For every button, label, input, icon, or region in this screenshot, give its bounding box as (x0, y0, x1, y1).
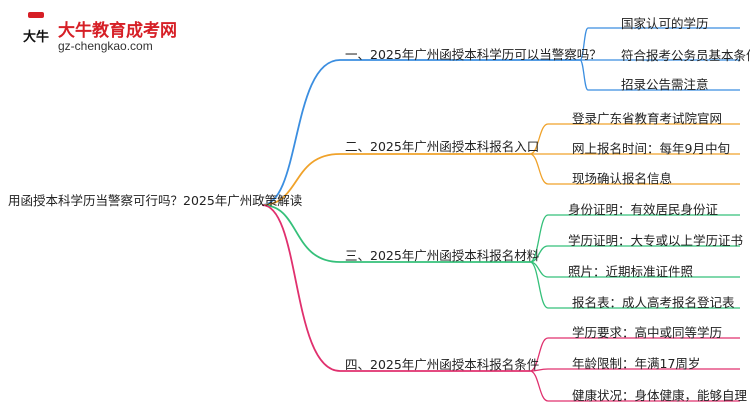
leaf-4-3-connector (529, 370, 740, 402)
graduation-cap-icon (28, 12, 44, 18)
leaf-2-3: 现场确认报名信息 (572, 171, 673, 186)
leaf-2-2: 网上报名时间：每年9月中旬 (572, 141, 730, 156)
leaf-1-1: 国家认可的学历 (621, 16, 709, 31)
leaf-4-3: 健康状况：身体健康，能够自理 (572, 388, 748, 403)
leaf-3-3: 照片：近期标准证件照 (568, 264, 694, 279)
logo-icon: 大牛 (18, 12, 54, 52)
branch-3-label: 三、2025年广州函授本科报名材料 (345, 248, 540, 263)
leaf-4-2: 年龄限制：年满17周岁 (572, 356, 701, 371)
leaf-3-4: 报名表：成人高考报名登记表 (572, 295, 735, 310)
logo-url: gz-chengkao.com (58, 39, 153, 53)
logo-title: 大牛教育成考网 (58, 21, 177, 41)
leaf-3-4-connector (529, 261, 740, 309)
branch-3-connector (261, 204, 530, 263)
leaf-1-3-connector (579, 59, 740, 91)
branch-1-label: 一、2025年广州函授本科学历可以当警察吗？ (345, 47, 602, 62)
leaf-2-3-connector (529, 153, 740, 185)
leaf-4-1: 学历要求：高中或同等学历 (572, 325, 723, 340)
root-topic: 用函授本科学历当警察可行吗？2025年广州政策解读 (8, 193, 303, 208)
branch-2-label: 二、2025年广州函授本科报名入口 (345, 139, 540, 154)
leaf-2-1-connector (529, 123, 740, 155)
leaf-3-2: 学历证明：大专或以上学历证书 (568, 233, 744, 248)
leaf-4-2-connector (529, 368, 740, 372)
leaf-2-1: 登录广东省教育考试院官网 (572, 111, 723, 126)
site-logo[interactable]: 大牛 大牛教育成考网 gz-chengkao.com (18, 12, 238, 60)
leaf-3-2-connector (529, 245, 740, 263)
leaf-1-1-connector (579, 27, 740, 61)
branch-4-label: 四、2025年广州函授本科报名条件 (345, 357, 540, 372)
branch-2-connector (261, 153, 530, 206)
branch-1-connector (261, 59, 580, 206)
branch-4-connector (261, 204, 530, 372)
leaf-1-2: 符合报考公务员基本条件 (621, 48, 750, 63)
leaf-3-1-connector (529, 214, 740, 263)
logo-mark-text: 大牛 (22, 30, 49, 45)
leaf-1-3: 招录公告需注意 (621, 77, 709, 92)
leaf-4-1-connector (529, 337, 740, 372)
leaf-3-1: 身份证明：有效居民身份证 (568, 202, 719, 217)
